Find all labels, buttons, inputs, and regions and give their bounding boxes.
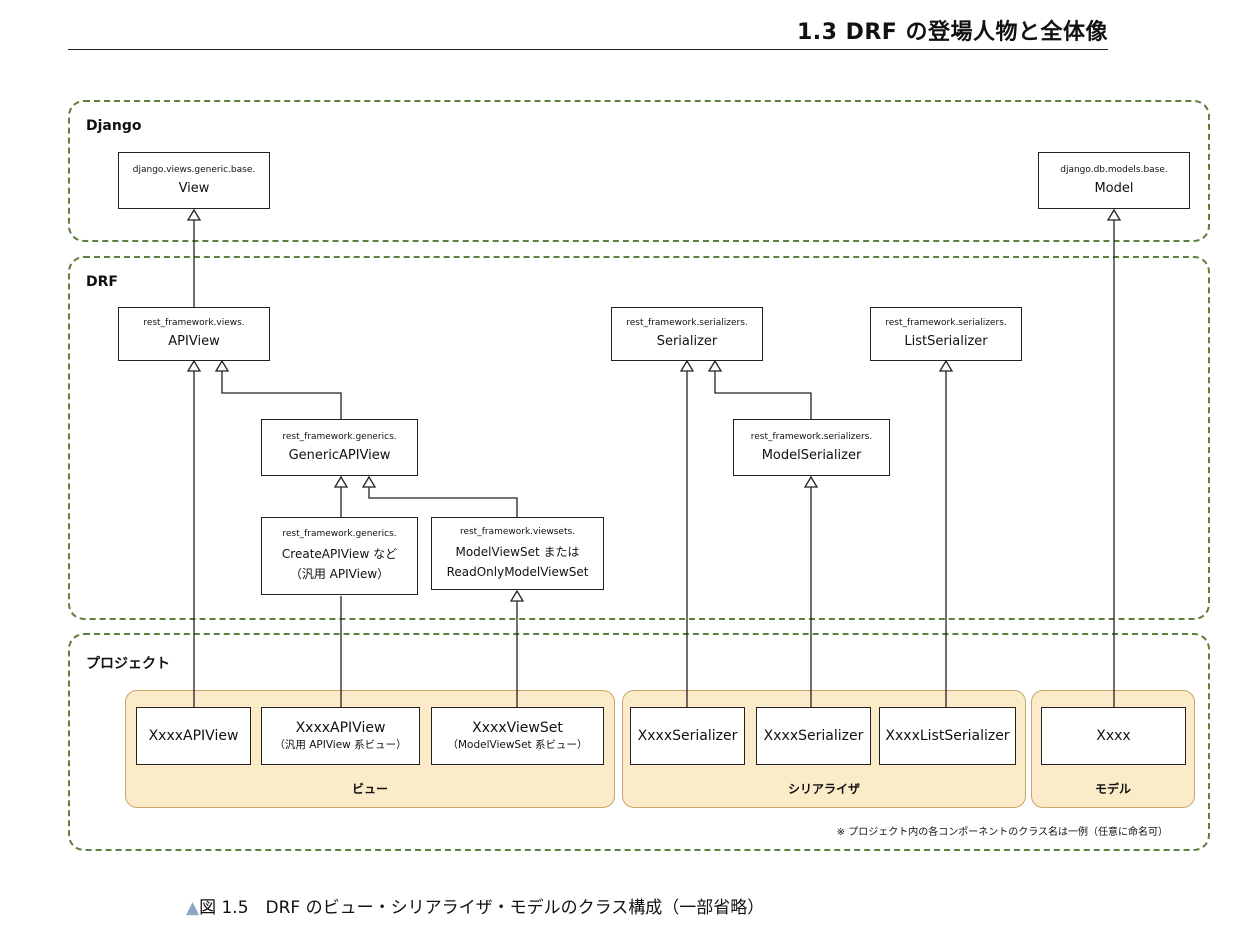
subgroup-view-label: ビュー bbox=[351, 782, 388, 796]
class-package: rest_framework.views. bbox=[143, 318, 245, 328]
class-apiview: rest_framework.views. APIView bbox=[118, 307, 270, 361]
subgroup-serializer-label: シリアライザ bbox=[787, 782, 860, 796]
class-name: CreateAPIView など bbox=[281, 547, 398, 561]
class-name: XxxxViewSet bbox=[472, 720, 563, 736]
class-listserializer: rest_framework.serializers. ListSerializ… bbox=[870, 307, 1022, 361]
class-xxxx-serializer-2: XxxxSerializer bbox=[756, 707, 871, 765]
class-name: APIView bbox=[168, 334, 220, 349]
class-name: Serializer bbox=[656, 334, 718, 349]
class-name: ModelViewSet または bbox=[455, 544, 580, 559]
header-rule bbox=[68, 49, 1108, 50]
class-package: rest_framework.serializers. bbox=[626, 318, 748, 328]
class-xxxx-model: Xxxx bbox=[1041, 707, 1186, 765]
class-package: django.db.models.base. bbox=[1060, 164, 1168, 175]
class-package: rest_framework.serializers. bbox=[885, 318, 1007, 328]
class-package: rest_framework.generics. bbox=[282, 431, 397, 442]
group-django bbox=[68, 100, 1210, 242]
group-django-label: Django bbox=[86, 118, 142, 134]
class-note: （ModelViewSet 系ビュー） bbox=[447, 739, 588, 751]
class-name: GenericAPIView bbox=[288, 447, 391, 463]
class-note: （汎用 APIView） bbox=[289, 567, 390, 581]
class-django-model: django.db.models.base. Model bbox=[1038, 152, 1190, 209]
naming-note: ※ プロジェクト内の各コンポーネントのクラス名は一例（任意に命名可） bbox=[836, 827, 1168, 838]
class-name: XxxxListSerializer bbox=[885, 728, 1010, 744]
class-note: （汎用 APIView 系ビュー） bbox=[274, 739, 407, 751]
group-project bbox=[68, 633, 1210, 851]
subgroup-model-label: モデル bbox=[1094, 782, 1131, 796]
group-drf bbox=[68, 256, 1210, 620]
class-package: rest_framework.viewsets. bbox=[459, 526, 576, 537]
class-createapiview: rest_framework.generics. CreateAPIView な… bbox=[261, 517, 418, 595]
class-serializer: rest_framework.serializers. Serializer bbox=[611, 307, 763, 361]
class-package: rest_framework.serializers. bbox=[750, 431, 873, 442]
class-name: View bbox=[178, 180, 210, 196]
group-drf-label: DRF bbox=[86, 274, 118, 290]
class-xxxx-listserializer: XxxxListSerializer bbox=[879, 707, 1016, 765]
class-name: ListSerializer bbox=[904, 334, 988, 349]
class-genericapiview: rest_framework.generics. GenericAPIView bbox=[261, 419, 418, 476]
caption-marker: ▲ bbox=[186, 898, 200, 918]
class-modelserializer: rest_framework.serializers. ModelSeriali… bbox=[733, 419, 890, 476]
group-project-label: プロジェクト bbox=[86, 656, 170, 672]
class-name: XxxxSerializer bbox=[637, 728, 738, 744]
class-name: ModelSerializer bbox=[761, 447, 862, 463]
page-header-title: 1.3 DRF の登場人物と全体像 bbox=[796, 20, 1108, 45]
caption-text: 図 1.5 DRF のビュー・シリアライザ・モデルのクラス構成（一部省略） bbox=[199, 898, 765, 918]
class-name: Xxxx bbox=[1096, 728, 1131, 744]
class-xxxx-serializer-1: XxxxSerializer bbox=[630, 707, 745, 765]
class-modelviewset: rest_framework.viewsets. ModelViewSet また… bbox=[431, 517, 604, 590]
class-package: django.views.generic.base. bbox=[132, 164, 256, 175]
class-package: rest_framework.generics. bbox=[282, 529, 397, 539]
class-name: XxxxAPIView bbox=[148, 728, 239, 744]
class-xxxx-viewset: XxxxViewSet （ModelViewSet 系ビュー） bbox=[431, 707, 604, 765]
class-xxxx-apiview-generic: XxxxAPIView （汎用 APIView 系ビュー） bbox=[261, 707, 420, 765]
class-name: XxxxSerializer bbox=[763, 728, 864, 744]
figure-caption: ▲図 1.5 DRF のビュー・シリアライザ・モデルのクラス構成（一部省略） bbox=[186, 893, 764, 918]
class-name-alt: ReadOnlyModelViewSet bbox=[446, 564, 589, 579]
class-name: XxxxAPIView bbox=[295, 720, 386, 736]
class-xxxx-apiview: XxxxAPIView bbox=[136, 707, 251, 765]
class-django-view: django.views.generic.base. View bbox=[118, 152, 270, 209]
class-name: Model bbox=[1094, 180, 1134, 196]
